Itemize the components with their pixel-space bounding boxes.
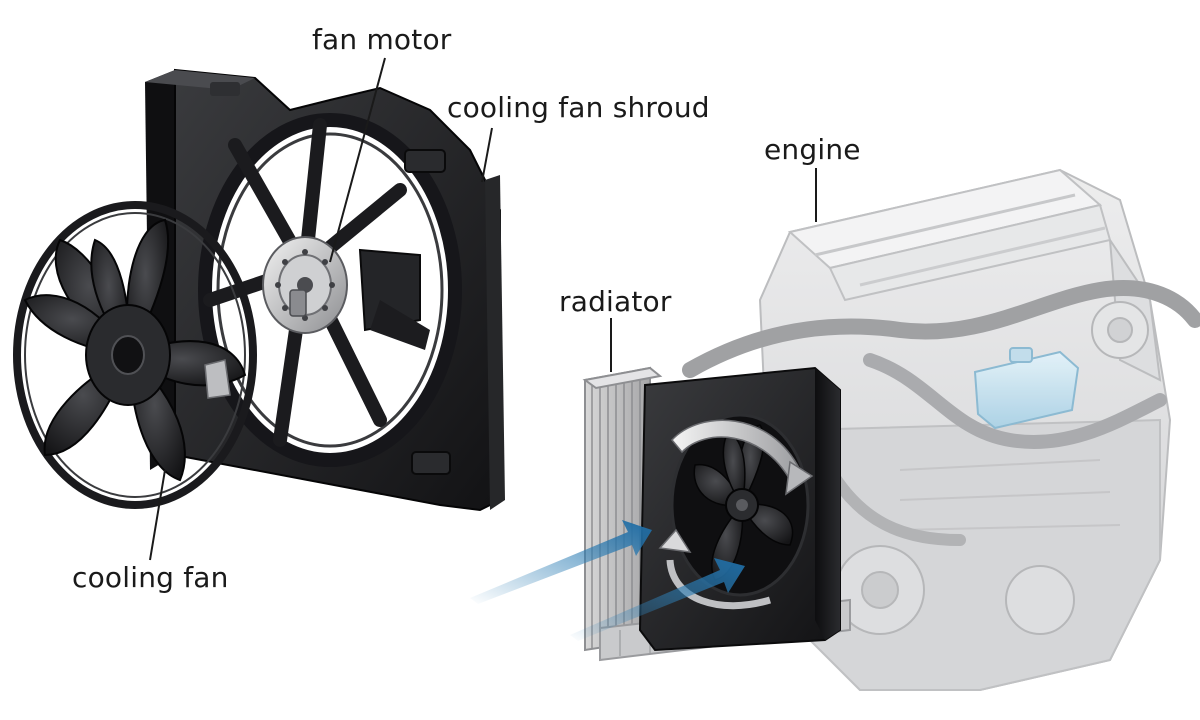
leader-cooling-fan-shroud (481, 127, 493, 183)
leader-lines (149, 57, 817, 561)
leader-fan-motor (329, 57, 386, 263)
cooling-fan-illustration (13, 201, 257, 509)
label-engine: engine (764, 133, 861, 166)
installed-fan-assembly (638, 366, 841, 652)
label-cooling-fan-shroud: cooling fan shroud (447, 91, 710, 124)
label-fan-motor: fan motor (312, 23, 452, 56)
leader-cooling-fan (149, 469, 166, 561)
cooling-fan-shroud-illustration (145, 68, 505, 512)
label-radiator: radiator (559, 285, 672, 318)
label-cooling-fan: cooling fan (72, 561, 229, 594)
engine-illustration (682, 168, 1200, 691)
airflow-arrows (470, 520, 745, 641)
